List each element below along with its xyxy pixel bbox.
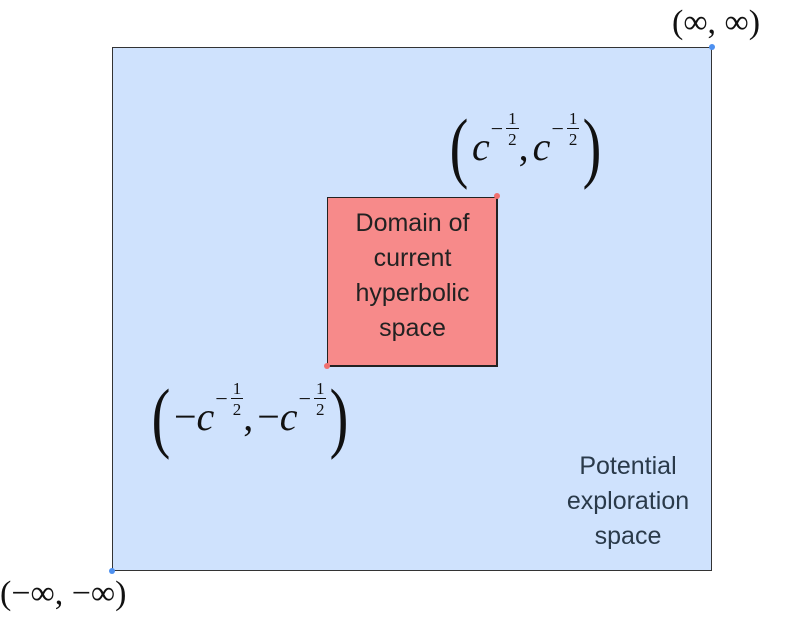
inner-top-right-corner-dot	[494, 193, 500, 199]
coordinate-exponent: − 1 2	[299, 380, 327, 418]
hyperbolic-space-label-line: Domain of	[355, 209, 470, 237]
exponent-denominator: 2	[232, 400, 242, 419]
coordinate-exponent: − 1 2	[491, 110, 519, 148]
exponent-fraction: 1 2	[313, 379, 327, 419]
inner-bottom-left-coordinate: ( − c − 1 2 , − c − 1 2 )	[148, 378, 352, 456]
outer-bottom-left-coordinate: (−∞, −∞)	[0, 575, 127, 612]
inner-top-right-coordinate: ( c − 1 2 , c − 1 2 )	[446, 108, 605, 186]
close-paren: )	[582, 103, 602, 190]
exponent-sign: −	[551, 116, 564, 141]
coordinate-separator: ,	[243, 394, 254, 439]
hyperbolic-space-label: Domain of current hyperbolic space	[327, 206, 498, 346]
open-paren: (	[449, 103, 469, 190]
inner-bottom-left-corner-dot	[324, 363, 330, 369]
exploration-space-label-line: exploration	[566, 487, 690, 515]
exponent-denominator: 2	[508, 130, 517, 149]
exploration-space-label: Potential exploration space	[540, 449, 716, 554]
hyperbolic-space-label-line: current	[373, 244, 452, 272]
coordinate-base: c	[196, 394, 215, 439]
exploration-space-label-line: space	[594, 522, 662, 550]
exponent-fraction: 1 2	[230, 379, 244, 419]
coordinate-base: c	[279, 394, 298, 439]
hyperbolic-space-label-line: hyperbolic	[355, 279, 470, 307]
outer-bottom-left-corner-dot	[109, 568, 115, 574]
exponent-denominator: 2	[568, 130, 578, 149]
exponent-sign: −	[215, 386, 228, 411]
coordinate-base: c	[471, 124, 490, 169]
exponent-numerator: 1	[566, 109, 580, 129]
exponent-denominator: 2	[315, 400, 325, 419]
outer-top-right-coordinate: (∞, ∞)	[672, 4, 761, 41]
coordinate-exponent: − 1 2	[551, 109, 580, 149]
exponent-sign: −	[490, 116, 504, 141]
exponent-fraction: 1 2	[566, 109, 580, 149]
exponent-numerator: 1	[313, 379, 327, 399]
hyperbolic-space-label-line: space	[379, 314, 446, 342]
coordinate-sign: −	[257, 394, 280, 439]
outer-top-right-corner-dot	[709, 44, 715, 50]
exponent-sign: −	[298, 386, 311, 411]
coordinate-separator: ,	[518, 124, 529, 169]
hyperbolic-space-domain-region	[327, 197, 498, 367]
close-paren: )	[330, 373, 349, 460]
exploration-space-label-line: Potential	[579, 452, 677, 480]
coordinate-exponent: − 1 2	[215, 379, 244, 419]
exponent-numerator: 1	[230, 379, 244, 399]
coordinate-base: c	[532, 124, 551, 169]
coordinate-sign: −	[173, 394, 197, 439]
exponent-numerator: 1	[506, 109, 519, 129]
open-paren: (	[151, 373, 171, 460]
exponent-fraction: 1 2	[506, 110, 519, 148]
